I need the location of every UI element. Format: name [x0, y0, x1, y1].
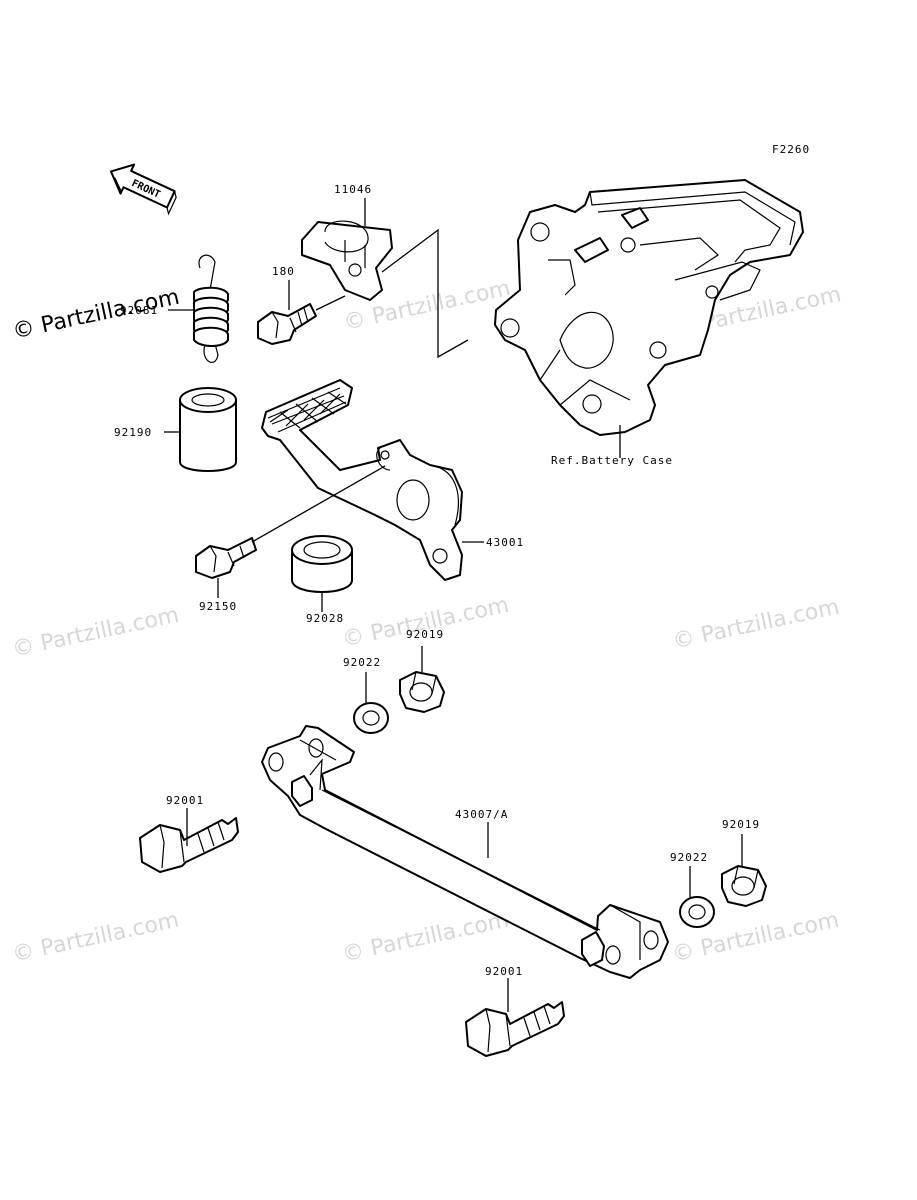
label-92028: 92028: [306, 612, 344, 625]
watermark: © Partzilla.com: [340, 908, 511, 968]
label-92001-left: 92001: [166, 794, 204, 807]
part-92081-spring: [193, 254, 229, 363]
label-ref-battery-case: Ref.Battery Case: [551, 454, 673, 467]
part-43001-brake-pedal: [261, 379, 463, 581]
leader-180-axis: [315, 295, 346, 311]
part-43007-brake-rod: [261, 725, 669, 979]
part-92001-bolt-left: [139, 817, 239, 873]
label-180: 180: [272, 265, 295, 278]
watermark: © Partzilla.com: [340, 593, 511, 653]
label-92022-upper: 92022: [343, 656, 381, 669]
part-180-bolt: [257, 303, 317, 345]
front-arrow: FRONT: [109, 163, 177, 216]
part-92150-bolt: [195, 537, 257, 579]
label-11046: 11046: [334, 183, 372, 196]
label-92150: 92150: [199, 600, 237, 613]
part-92190-collar: [179, 387, 237, 472]
part-92022-washer-upper: [353, 702, 389, 734]
watermark: © Partzilla.com: [10, 603, 181, 663]
part-92019-nut-right: [721, 865, 767, 907]
label-92022-right: 92022: [670, 851, 708, 864]
label-92019-right: 92019: [722, 818, 760, 831]
part-92001-bolt-lower: [465, 1001, 565, 1057]
part-92022-washer-right: [679, 896, 715, 928]
label-92001-lower: 92001: [485, 965, 523, 978]
leader-92150-axis: [251, 465, 386, 543]
label-92190: 92190: [114, 426, 152, 439]
watermark: © Partzilla.com: [670, 595, 841, 655]
diagram-code: F2260: [772, 143, 810, 156]
battery-case-bracket: [494, 179, 804, 436]
part-92019-nut-upper: [399, 671, 445, 713]
label-92019-upper: 92019: [406, 628, 444, 641]
part-92028-bushing: [291, 535, 353, 593]
watermark: © Partzilla.com: [10, 908, 181, 968]
label-43001: 43001: [486, 536, 524, 549]
connector-line: [381, 228, 469, 359]
label-43007: 43007/A: [455, 808, 508, 821]
part-11046-bracket: [301, 220, 393, 301]
label-92081: 92081: [120, 304, 158, 317]
